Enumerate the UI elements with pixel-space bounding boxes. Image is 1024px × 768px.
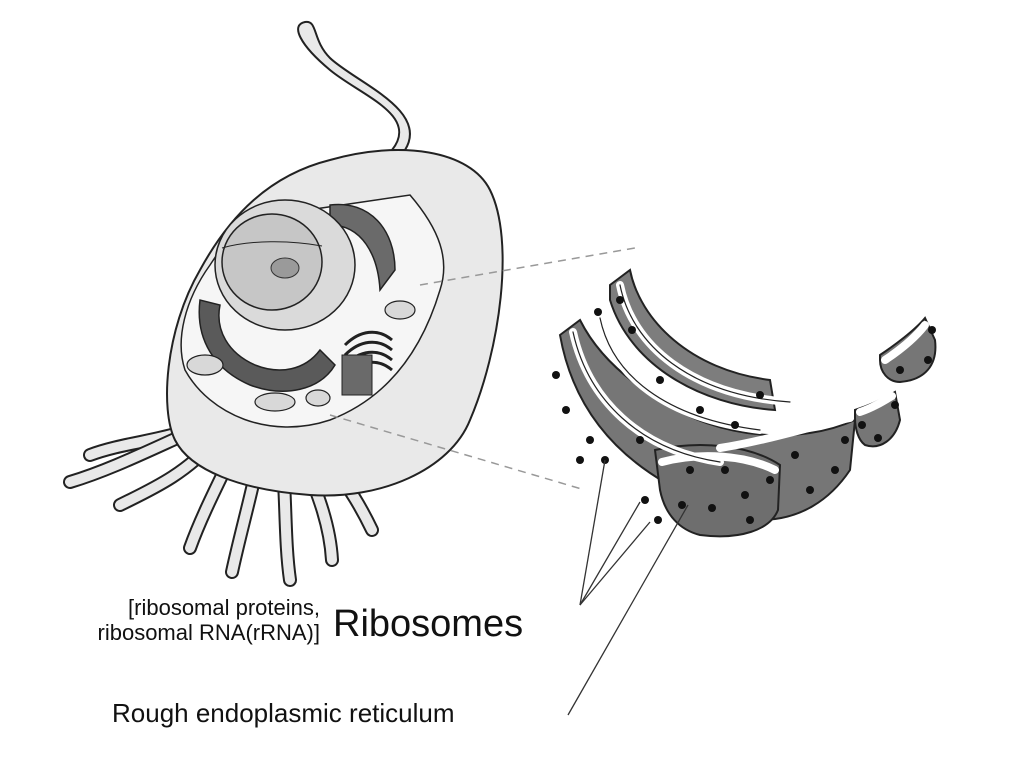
label-pointer-lines [567, 459, 689, 716]
nucleus [221, 213, 323, 311]
nucleolus [270, 257, 300, 279]
mitochondrion [384, 300, 416, 320]
er-cisternae-outline [572, 284, 791, 463]
ribosome-components-line2: ribosomal RNA(rRNA)] [97, 620, 320, 645]
ribosome-dots [552, 296, 936, 524]
flagellum [297, 20, 411, 151]
er-band-upper [329, 203, 396, 293]
golgi-block [341, 354, 373, 396]
ribosomes-label: Ribosomes [333, 603, 524, 645]
mitochondrion [305, 389, 331, 407]
ribosome-components-line1: [ribosomal proteins, [128, 595, 320, 620]
zoom-guide-line [329, 414, 586, 491]
rough-er-label: Rough endoplasmic reticulum [112, 698, 455, 728]
mitochondrion [254, 392, 296, 412]
ribosome-components-label: [ribosomal proteins, ribosomal RNA(rRNA)… [20, 595, 320, 645]
nucleus-cut [221, 241, 323, 249]
mitochondrion [186, 354, 224, 376]
